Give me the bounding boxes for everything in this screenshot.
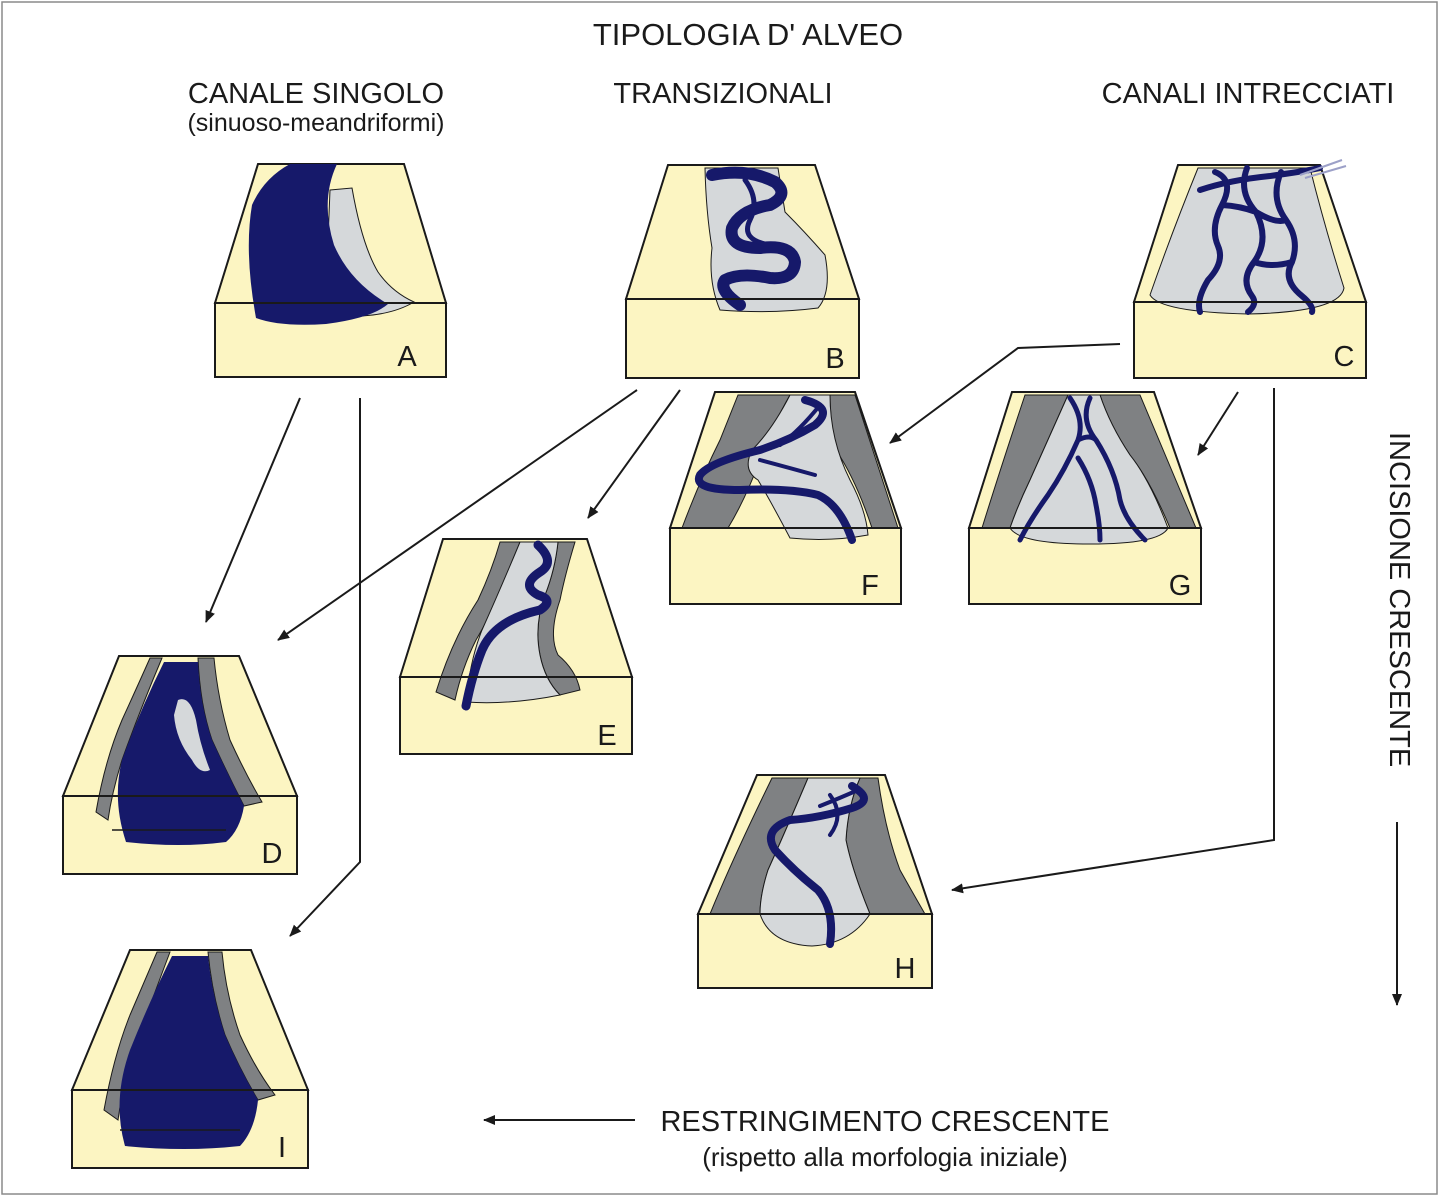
block-f: F bbox=[670, 392, 901, 604]
column-heading-single-line2: (sinuoso-meandriformi) bbox=[187, 109, 444, 137]
vertical-axis-label: INCISIONE CRESCENTE bbox=[1383, 432, 1415, 767]
column-heading-braided: CANALI INTRECCIATI bbox=[1102, 78, 1395, 110]
block-letter: C bbox=[1334, 341, 1355, 373]
block-letter: D bbox=[262, 838, 283, 870]
column-heading-single-line1: CANALE SINGOLO bbox=[188, 78, 444, 110]
block-letter: G bbox=[1169, 570, 1192, 602]
block-letter: A bbox=[397, 341, 417, 373]
block-a: A bbox=[215, 164, 446, 377]
block-letter: F bbox=[861, 570, 879, 602]
horizontal-axis-label-line1: RESTRINGIMENTO CRESCENTE bbox=[660, 1106, 1109, 1138]
figure-title: TIPOLOGIA D' ALVEO bbox=[593, 17, 903, 52]
column-heading-transitional: TRANSIZIONALI bbox=[613, 78, 832, 110]
block-e: E bbox=[400, 539, 632, 754]
block-letter: I bbox=[278, 1132, 286, 1164]
block-letter: E bbox=[597, 720, 616, 752]
block-letter: H bbox=[895, 953, 916, 985]
horizontal-axis-label-line2: (rispetto alla morfologia iniziale) bbox=[702, 1142, 1068, 1172]
block-b: B bbox=[626, 165, 859, 378]
block-letter: B bbox=[825, 343, 844, 375]
